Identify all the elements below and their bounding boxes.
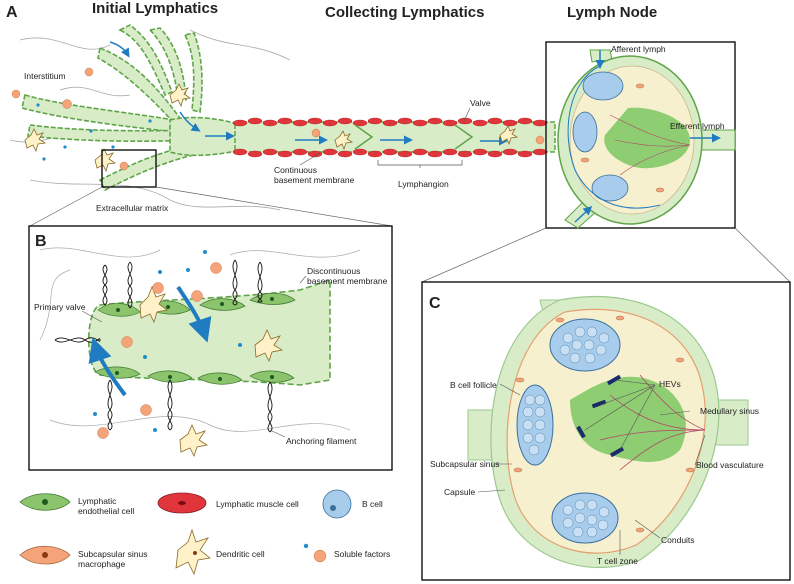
legend-lec-label-2: endothelial cell: [78, 506, 135, 516]
t-cell-zone-label: T cell zone: [597, 556, 638, 566]
lymph-node-title: Lymph Node: [567, 4, 658, 21]
legend-macrophage-label-1: Subcapsular sinus: [78, 549, 148, 559]
panel-c-letter: C: [429, 295, 441, 312]
legend-bcell-label: B cell: [362, 499, 383, 509]
blood-vasculature-label: Blood vasculature: [696, 460, 764, 470]
valve-label: Valve: [470, 98, 491, 108]
panel-a-letter: A: [6, 4, 18, 21]
primary-valve-label: Primary valve: [34, 302, 86, 312]
panel-c-graphic: [421, 281, 791, 581]
legend-graphic: [19, 489, 352, 576]
subcapsular-sinus-label: Subcapsular sinus: [430, 459, 500, 469]
discontinuous-bm-label-1: Discontinuous: [307, 266, 361, 276]
capsule-label: Capsule: [444, 487, 476, 497]
legend-muscle-label: Lymphatic muscle cell: [216, 499, 299, 509]
interstitium-label: Interstitium: [24, 71, 66, 81]
discontinuous-bm-label-2: basement membrane: [307, 276, 388, 286]
legend-macrophage-label-2: macrophage: [78, 559, 126, 569]
medullary-sinus-label: Medullary sinus: [700, 406, 760, 416]
afferent-lymph-label: Afferent lymph: [611, 44, 666, 54]
legend-soluble-label: Soluble factors: [334, 549, 391, 559]
hevs-label: HEVs: [659, 379, 681, 389]
continuous-bm-label-2: basement membrane: [274, 175, 355, 185]
anchoring-filament-label: Anchoring filament: [286, 436, 357, 446]
collecting-lymphatics-title: Collecting Lymphatics: [325, 4, 485, 21]
continuous-bm-label-1: Continuous: [274, 165, 318, 175]
conduits-label: Conduits: [661, 535, 695, 545]
legend-lec-label-1: Lymphatic: [78, 496, 117, 506]
lymphangion-label: Lymphangion: [398, 179, 449, 189]
panel-b-letter: B: [35, 233, 47, 250]
panel-a-graphic: [9, 24, 791, 283]
b-cell-follicle-label: B cell follicle: [450, 380, 497, 390]
extracellular-matrix-label: Extracellular matrix: [96, 203, 169, 213]
efferent-lymph-label: Efferent lymph: [670, 121, 725, 131]
initial-lymphatics-title: Initial Lymphatics: [92, 0, 219, 17]
panel-b-graphic: [28, 225, 393, 471]
legend-dendritic-label: Dendritic cell: [216, 549, 265, 559]
